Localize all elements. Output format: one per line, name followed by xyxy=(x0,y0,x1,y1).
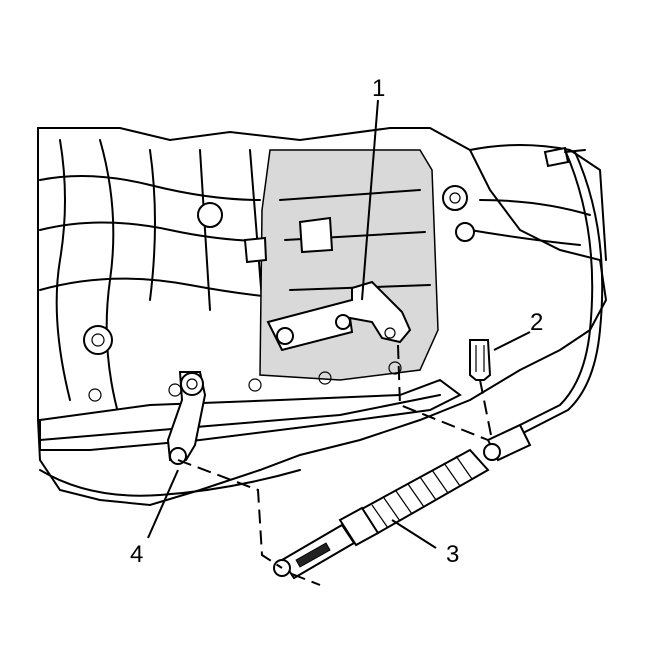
cable-retainer-clip xyxy=(469,339,492,381)
cable-bracket-end-fitting xyxy=(483,423,532,462)
callout-1-label: 1 xyxy=(372,75,385,102)
shift-cable-boot xyxy=(273,448,490,580)
shift-cable-bracket xyxy=(266,280,412,352)
callout-3-label: 3 xyxy=(446,541,459,568)
callout-leaders xyxy=(147,99,531,549)
shift-cable-upper xyxy=(519,149,604,433)
manual-shift-lever xyxy=(166,371,207,465)
callout-4-label: 4 xyxy=(130,541,143,568)
assembly-guide-lines xyxy=(177,344,493,586)
callout-2-label: 2 xyxy=(530,309,543,336)
